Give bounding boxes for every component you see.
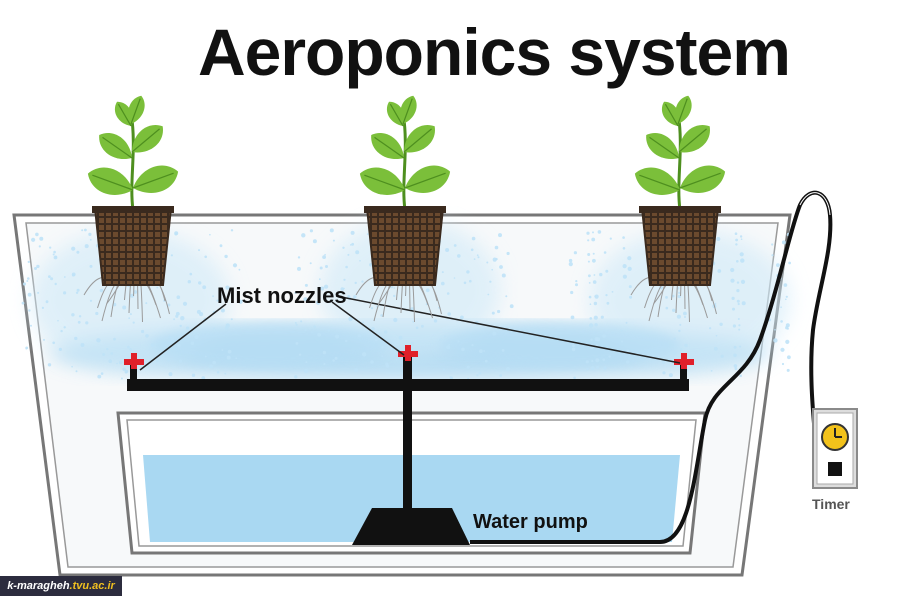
- timer-icon: [812, 408, 858, 489]
- diagram-title: Aeroponics system: [198, 15, 791, 89]
- mist-nozzles-label: Mist nozzles: [217, 283, 347, 308]
- timer-cable-highlight: [799, 192, 831, 216]
- timer-cable: [470, 190, 833, 544]
- mist-nozzle-leaders: [139, 295, 681, 371]
- nozzle-icon: [398, 345, 418, 361]
- nozzle-riser-left: [130, 364, 137, 384]
- plants: [83, 95, 726, 323]
- nozzle-riser-right: [680, 364, 687, 384]
- plant-leaves: [359, 95, 451, 195]
- watermark-prefix: k-maragheh: [7, 580, 70, 592]
- plant-icon: [355, 95, 451, 323]
- watermark-suffix: .tvu.ac.ir: [69, 580, 115, 592]
- plant-leaves: [634, 95, 726, 195]
- net-pot-icon: [640, 207, 720, 286]
- net-pot-rim: [639, 206, 721, 213]
- nozzle-icon: [674, 353, 694, 369]
- net-pot-rim: [364, 206, 446, 213]
- net-pot-icon: [93, 207, 173, 286]
- nozzle-icon: [124, 353, 144, 369]
- plant-stem: [129, 111, 135, 211]
- riser-pipe: [403, 355, 412, 510]
- net-pot-rim: [92, 206, 174, 213]
- pump-icon: [352, 508, 470, 545]
- manifold-pipe: [127, 379, 689, 391]
- water-pump-label: Water pump: [473, 511, 588, 533]
- plant-stem: [401, 111, 407, 211]
- plant-stem: [676, 111, 682, 211]
- net-pot-icon: [365, 207, 445, 286]
- watermark: k-maragheh.tvu.ac.ir: [0, 576, 122, 596]
- plant-leaves: [87, 95, 179, 195]
- timer-label: Timer: [812, 496, 850, 512]
- plant-icon: [630, 95, 726, 323]
- plant-icon: [83, 95, 179, 323]
